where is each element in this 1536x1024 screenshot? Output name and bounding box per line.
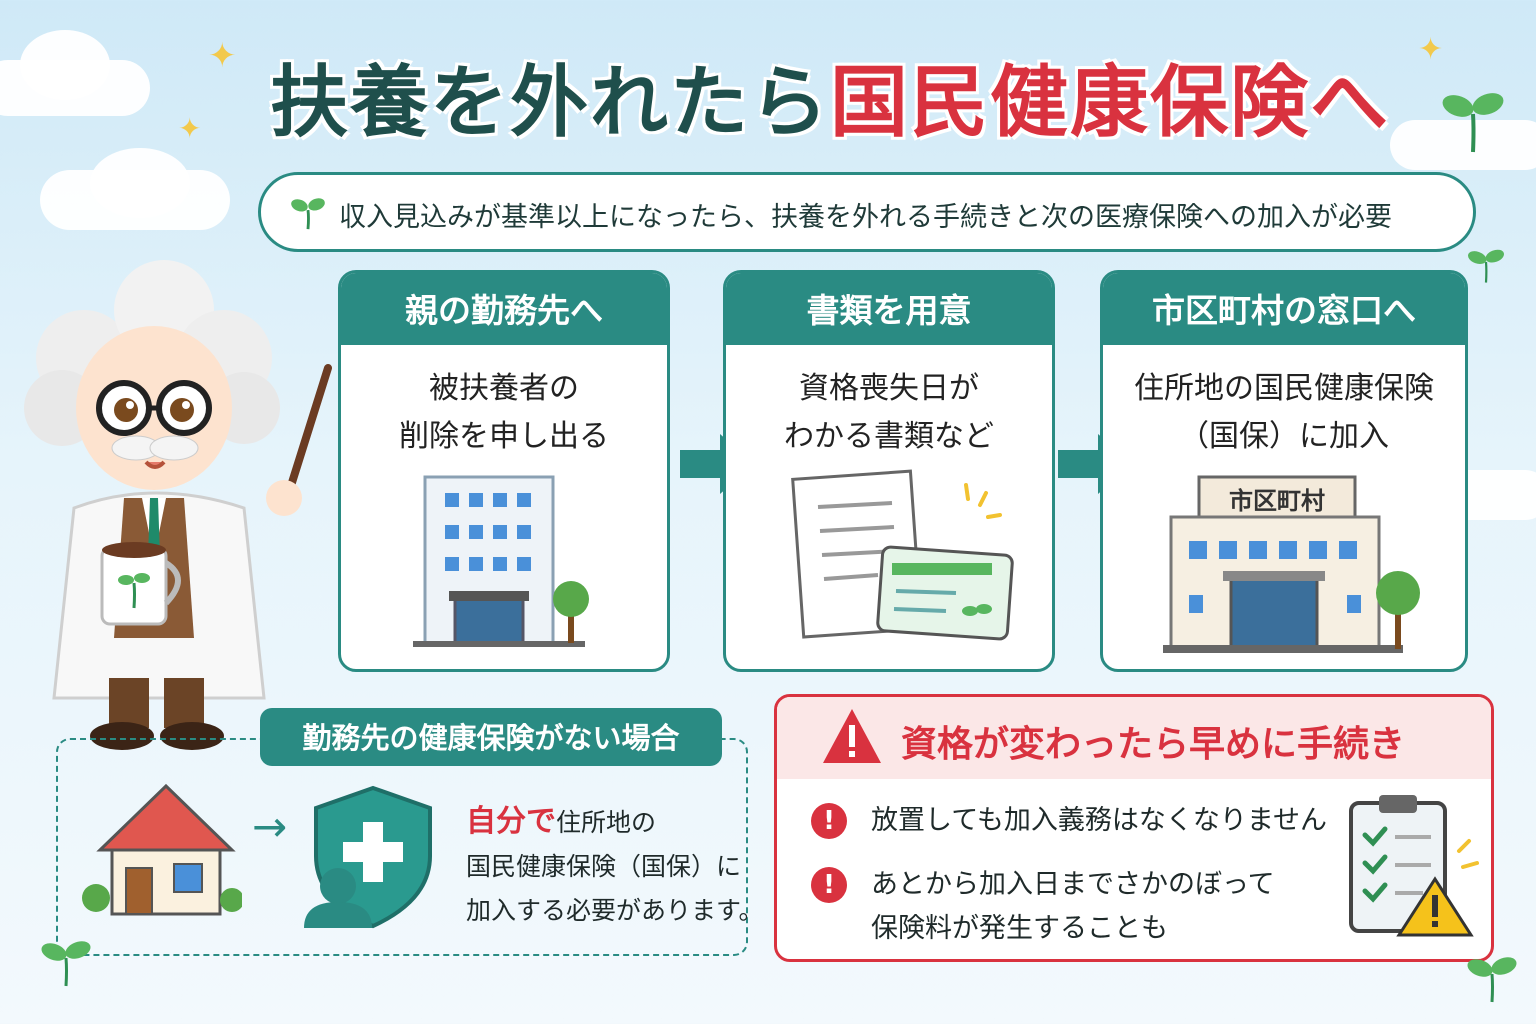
step-text-line: （国保）に加入 bbox=[1179, 419, 1389, 454]
subtitle-text: 収入見込みが基準以上になったら、扶養を外れる手続きと次の医療保険への加入が必要 bbox=[339, 202, 1392, 233]
title-part1: 扶養を外れたら bbox=[270, 58, 831, 148]
note-line-rest: 住所地の bbox=[556, 808, 657, 837]
sparkle-icon: ✦ bbox=[1418, 32, 1444, 67]
warning-item: あとから加入日までさかのぼって 保険料が発生することも bbox=[871, 863, 1275, 951]
sprout-icon bbox=[291, 198, 325, 230]
sparkle-icon: ✦ bbox=[208, 36, 237, 76]
health-shield-icon bbox=[304, 785, 432, 929]
warning-item-line: あとから加入日までさかのぼって bbox=[871, 869, 1275, 900]
no-insurance-note: 自分で住所地の 国民健康保険（国保）に 加入する必要があります。 bbox=[466, 800, 764, 933]
step-card-employer: 親の勤務先へ 被扶養者の 削除を申し出る bbox=[338, 270, 670, 672]
sparkle-icon: ✦ bbox=[178, 112, 202, 145]
documents-icon bbox=[791, 469, 1014, 641]
office-building-icon bbox=[413, 475, 589, 647]
warning-title: 資格が変わったら早めに手続き bbox=[901, 724, 1406, 765]
exclamation-icon: ! bbox=[811, 803, 847, 839]
clipboard-checklist-icon bbox=[1349, 795, 1479, 937]
no-insurance-label: 勤務先の健康保険がない場合 bbox=[260, 708, 722, 766]
city-hall-icon bbox=[1163, 475, 1420, 653]
cloud bbox=[20, 30, 110, 100]
step-text-line: わかる書類など bbox=[784, 419, 994, 454]
page-title: 扶養を外れたら国民健康保険へ bbox=[270, 40, 1390, 152]
step-text-line: 資格喪失日が bbox=[799, 371, 979, 406]
sprout-icon bbox=[1468, 249, 1504, 283]
step-text: 資格喪失日が わかる書類など bbox=[726, 365, 1052, 461]
warning-header bbox=[777, 697, 1491, 779]
step-text: 被扶養者の 削除を申し出る bbox=[341, 365, 667, 461]
step-text: 住所地の国民健康保険 （国保）に加入 bbox=[1103, 365, 1465, 461]
note-line: 自分で住所地の bbox=[466, 800, 764, 845]
step-card-city-office: 市区町村の窓口へ 住所地の国民健康保険 （国保）に加入 市区町村 bbox=[1100, 270, 1468, 672]
exclamation-icon: ! bbox=[811, 867, 847, 903]
sprout-icon bbox=[41, 941, 91, 987]
cloud bbox=[1390, 120, 1536, 170]
step-card-documents: 書類を用意 資格喪失日が わかる書類など bbox=[723, 270, 1055, 672]
sprout-icon bbox=[1467, 957, 1517, 1003]
step-text-line: 住所地の国民健康保険 bbox=[1134, 371, 1434, 406]
subtitle-bubble: 収入見込みが基準以上になったら、扶養を外れる手続きと次の医療保険への加入が必要 bbox=[258, 172, 1476, 252]
step-text-line: 被扶養者の bbox=[429, 371, 579, 406]
note-line: 国民健康保険（国保）に bbox=[466, 852, 742, 881]
warning-item: 放置しても加入義務はなくなりません bbox=[871, 805, 1328, 836]
note-emphasis: 自分で bbox=[466, 804, 556, 839]
step-text-line: 削除を申し出る bbox=[399, 419, 609, 454]
warning-item-line: 保険料が発生することも bbox=[871, 913, 1168, 944]
city-hall-sign: 市区町村 bbox=[1229, 487, 1325, 515]
house-icon bbox=[82, 783, 242, 916]
sprout-icon bbox=[1442, 93, 1504, 153]
step-heading: 親の勤務先へ bbox=[341, 273, 667, 345]
arrow-right-icon: → bbox=[252, 802, 288, 851]
warning-section: 資格が変わったら早めに手続き ! 放置しても加入義務はなくなりません ! あとか… bbox=[774, 694, 1494, 962]
step-heading: 市区町村の窓口へ bbox=[1103, 273, 1465, 345]
note-line: 加入する必要があります。 bbox=[466, 896, 764, 925]
cloud bbox=[90, 148, 190, 218]
warning-triangle-icon bbox=[823, 709, 881, 763]
professor-illustration bbox=[24, 260, 332, 750]
title-part2: 国民健康保険へ bbox=[830, 58, 1391, 148]
step-heading: 書類を用意 bbox=[726, 273, 1052, 345]
